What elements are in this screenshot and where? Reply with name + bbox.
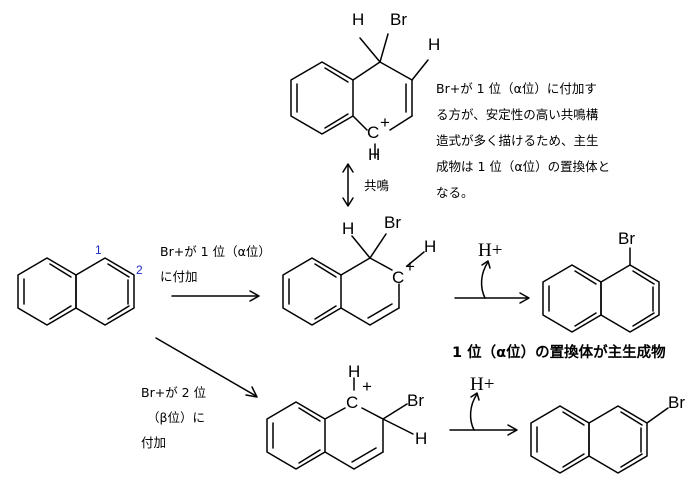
explanation-line: 成物は 1 位（α位）の置換体と: [436, 159, 610, 174]
elimination-arrow-beta: H+: [449, 374, 518, 436]
resonance-arrow: 共鳴: [342, 163, 390, 207]
atom-h: H: [368, 145, 380, 164]
beta-intermediate: H C + Br H: [266, 362, 427, 470]
explanation-line: なる。: [436, 185, 474, 200]
atom-h: H: [352, 10, 364, 29]
cation-charge: +: [362, 377, 372, 396]
h-plus-label: H+: [478, 240, 502, 261]
alpha-intermediate: H Br C + H: [282, 213, 436, 326]
cation-charge: +: [405, 257, 415, 276]
naphthalene: 1 2: [17, 243, 143, 326]
explanation-line: Br+が 1 位（α位）に付加す: [436, 81, 597, 96]
cation-charge: +: [380, 113, 390, 132]
atom-c-cation: C: [367, 123, 379, 142]
atom-h: H: [424, 237, 436, 256]
alpha-addition-path: Br+が 1 位（α位） に付加: [160, 244, 271, 302]
beta-addition-path: Br+が 2 位 （β位）に 付加: [141, 337, 258, 450]
atom-br: Br: [384, 213, 401, 232]
atom-br: Br: [618, 229, 635, 248]
path-label: （β位）に: [147, 410, 205, 425]
position-number: 1: [95, 243, 102, 257]
explanation-line: 造式が多く描けるため、主生: [436, 133, 599, 148]
atom-h: H: [415, 429, 427, 448]
resonance-structure-top: H Br H C + H: [290, 10, 440, 164]
atom-br: Br: [407, 391, 424, 410]
atom-h: H: [428, 35, 440, 54]
explanation-text: Br+が 1 位（α位）に付加す る方が、安定性の高い共鳴構 造式が多く描けるた…: [436, 81, 610, 200]
atom-br: Br: [390, 10, 407, 29]
path-label: 付加: [141, 435, 166, 450]
resonance-label: 共鳴: [364, 178, 390, 193]
main-product-label: 1 位（α位）の置換体が主生成物: [452, 343, 666, 361]
product-2-bromonaphthalene: Br: [530, 393, 685, 474]
atom-h: H: [348, 362, 360, 381]
explanation-line: る方が、安定性の高い共鳴構: [436, 107, 599, 122]
product-1-bromonaphthalene: Br: [542, 229, 660, 333]
atom-c-cation: C: [392, 268, 404, 287]
path-label: Br+が 1 位（α位）: [160, 244, 271, 259]
atom-h: H: [342, 219, 354, 238]
elimination-arrow-alpha: H+: [454, 240, 530, 304]
path-label: Br+が 2 位: [141, 385, 206, 400]
atom-c-cation: C: [346, 393, 358, 412]
path-label: に付加: [160, 269, 198, 284]
position-number: 2: [136, 263, 143, 277]
atom-br: Br: [668, 393, 685, 412]
h-plus-label: H+: [470, 374, 494, 395]
